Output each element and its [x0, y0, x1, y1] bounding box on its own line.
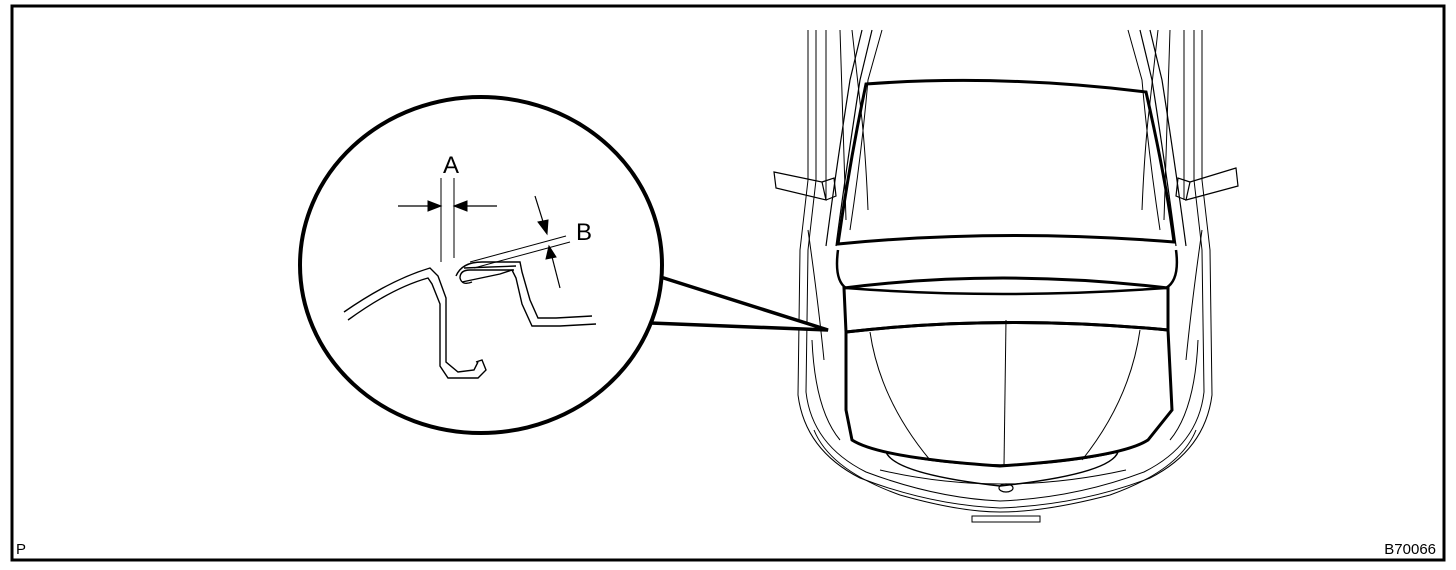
label-b: B [576, 219, 592, 246]
side-mirror-right [1175, 167, 1239, 201]
dim-b-arrow-bottom [550, 252, 561, 289]
hood-surface [844, 320, 1174, 468]
corner-label-left: P [16, 541, 26, 558]
dim-a-arrowhead-right [452, 200, 468, 212]
callout-connector [623, 266, 829, 332]
hood-right-crease [1081, 329, 1141, 461]
figure-id-label: B70066 [1384, 541, 1436, 558]
front-grille [884, 450, 1120, 487]
cowl-panel [835, 249, 1179, 296]
detail-cross-section [343, 261, 597, 379]
dim-a-arrowhead-left [427, 200, 443, 212]
detail-zoom-circle [298, 95, 664, 435]
fender-panel [343, 267, 479, 373]
hood-edge-panel [455, 261, 593, 319]
windshield-frame [825, 29, 1187, 247]
license-plate [971, 515, 1041, 523]
label-a: A [443, 152, 459, 179]
dim-b-extension-top [469, 235, 567, 263]
front-bumper-line [879, 469, 1127, 485]
windshield [836, 78, 1176, 246]
dim-b-arrowhead-bottom [545, 244, 557, 260]
hood-center-line [1003, 319, 1007, 467]
side-mirror-left [773, 171, 837, 201]
dimension-b [469, 195, 571, 289]
car-top-view [773, 29, 1239, 523]
hood-left-crease [869, 331, 931, 461]
dim-b-extension-bottom [473, 241, 571, 269]
frame-border [10, 4, 1446, 562]
car-body-outline [797, 29, 1213, 513]
dim-b-arrowhead-top [537, 219, 549, 236]
emblem [998, 483, 1014, 493]
dimension-a [398, 178, 497, 262]
